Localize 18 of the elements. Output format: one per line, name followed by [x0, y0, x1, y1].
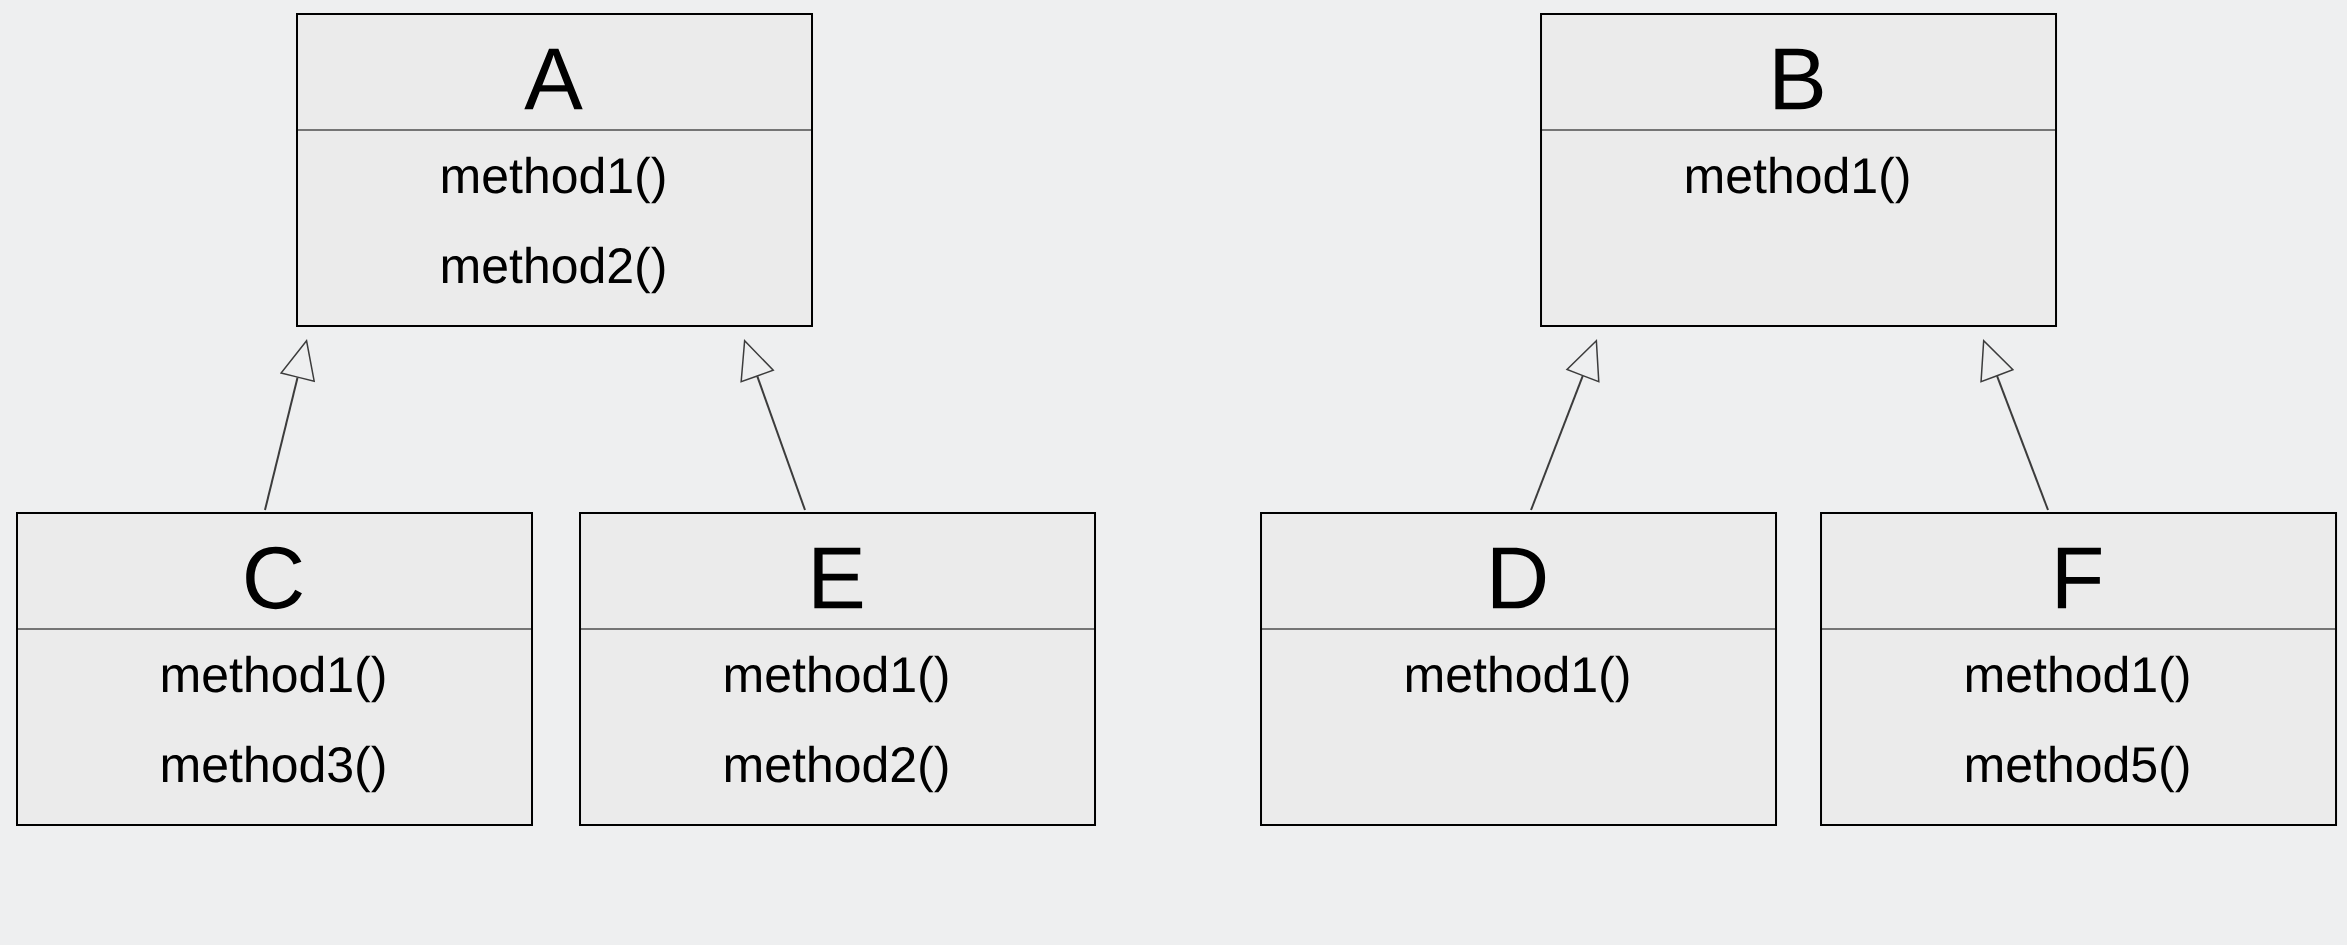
method-name: method1() — [725, 655, 948, 703]
method-name: method1() — [1966, 655, 2189, 703]
class-name: D — [1492, 547, 1546, 609]
class-name: C — [246, 546, 302, 610]
method-name: method1() — [1686, 156, 1909, 204]
inheritance-arrow — [1530, 339, 1600, 511]
method-name: method2() — [442, 246, 665, 294]
method-name: method5() — [1966, 745, 2189, 793]
method-name: method1() — [442, 156, 665, 204]
class-name: E — [814, 547, 863, 609]
class-name: A — [524, 48, 583, 110]
method-name: method1() — [162, 655, 385, 703]
inheritance-arrow — [1980, 339, 2050, 511]
method-name: method1() — [1406, 655, 1629, 703]
class-name: F — [2057, 547, 2101, 609]
class-name: B — [1775, 48, 1823, 110]
method-name: method3() — [162, 745, 385, 793]
method-name: method2() — [725, 745, 948, 793]
